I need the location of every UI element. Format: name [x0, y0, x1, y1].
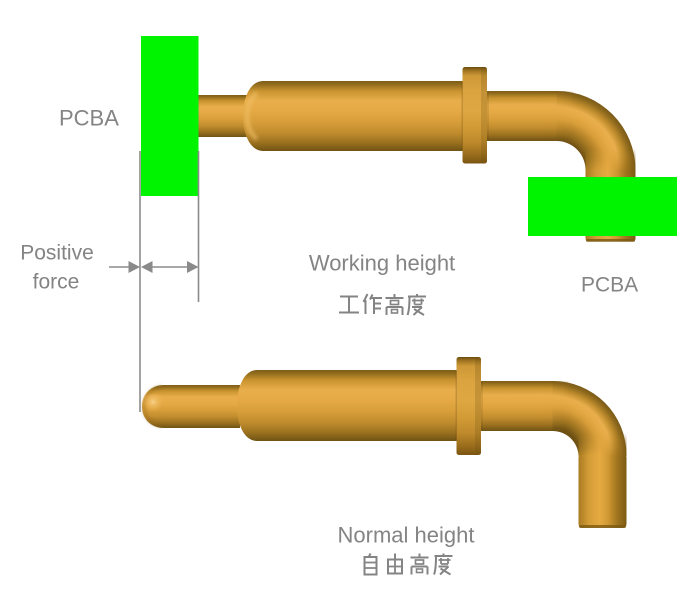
svg-text:PCBA: PCBA — [581, 274, 638, 297]
svg-text:PCBA: PCBA — [59, 106, 119, 131]
svg-text:Normal height: Normal height — [338, 523, 475, 548]
svg-text:Positive: Positive — [20, 242, 94, 265]
svg-text:force: force — [33, 271, 80, 294]
svg-text:Working height: Working height — [309, 251, 455, 276]
